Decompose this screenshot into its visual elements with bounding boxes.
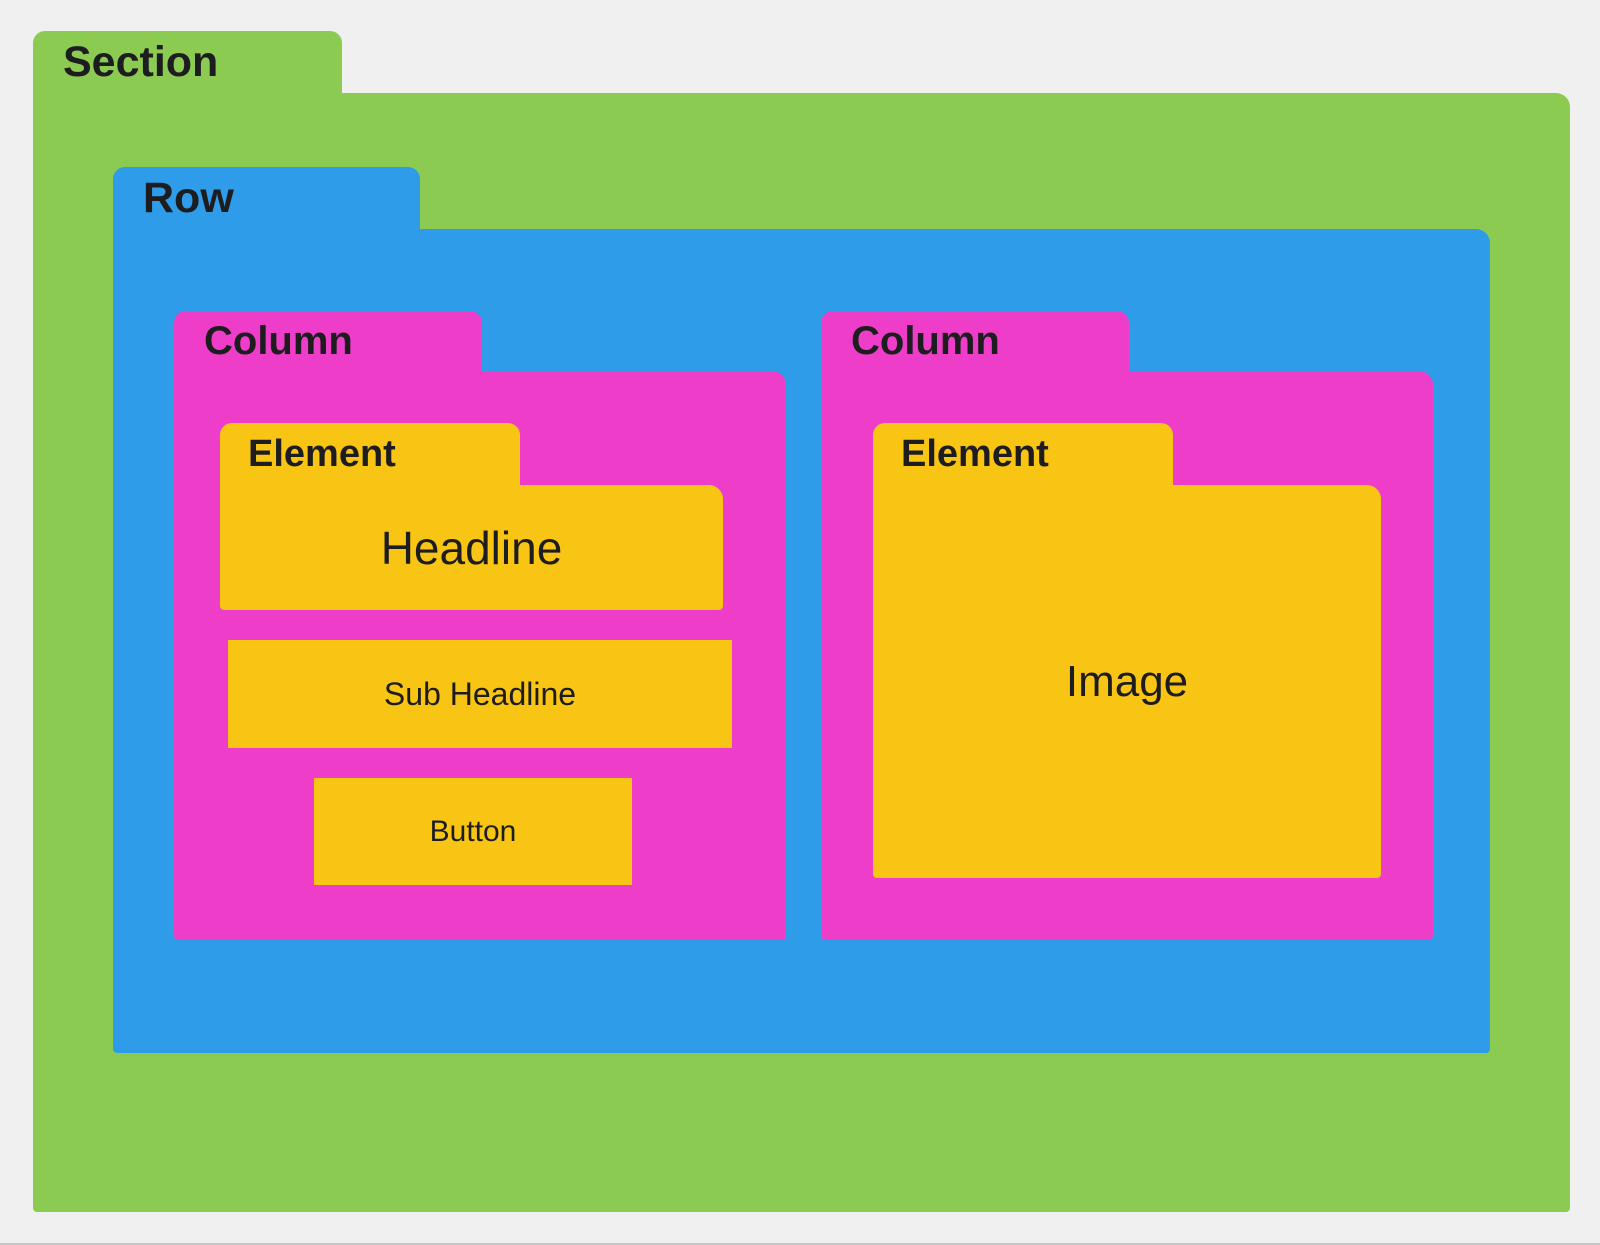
row-folder: Row Column Element (113, 167, 1490, 1053)
column-left-tab: Column (174, 311, 482, 371)
column-left-body: Element Headline Sub Headline Button (174, 371, 786, 940)
headline-text: Headline (380, 521, 563, 574)
element-headline-tab: Element (220, 423, 520, 485)
column-right-body: Element Image (821, 371, 1433, 940)
image-text: Image (1065, 656, 1189, 706)
row-label: Row (143, 173, 234, 222)
screenshot-bottom-edge (0, 1243, 1600, 1245)
section-folder: Section Row Column (33, 31, 1570, 1212)
section-tab: Section (33, 31, 342, 93)
element-image-body: Image (873, 485, 1381, 878)
element-image-label: Element (901, 432, 1049, 475)
element-headline-folder: Element Headline (220, 423, 723, 610)
column-left-label: Column (204, 318, 353, 363)
column-left-folder: Column Element Headline (174, 311, 786, 940)
element-image-tab: Element (873, 423, 1173, 485)
column-right-tab: Column (821, 311, 1129, 371)
button-box: Button (314, 778, 632, 885)
section-body: Row Column Element (33, 93, 1570, 1212)
element-image-folder: Element Image (873, 423, 1381, 878)
element-headline-label: Element (248, 432, 396, 475)
subheadline-box: Sub Headline (228, 640, 732, 748)
element-headline-body: Headline (220, 485, 723, 610)
column-right-label: Column (851, 318, 1000, 363)
column-right-folder: Column Element Image (821, 311, 1433, 940)
row-tab: Row (113, 167, 420, 229)
row-body: Column Element Headline (113, 229, 1490, 1053)
section-label: Section (63, 37, 219, 86)
